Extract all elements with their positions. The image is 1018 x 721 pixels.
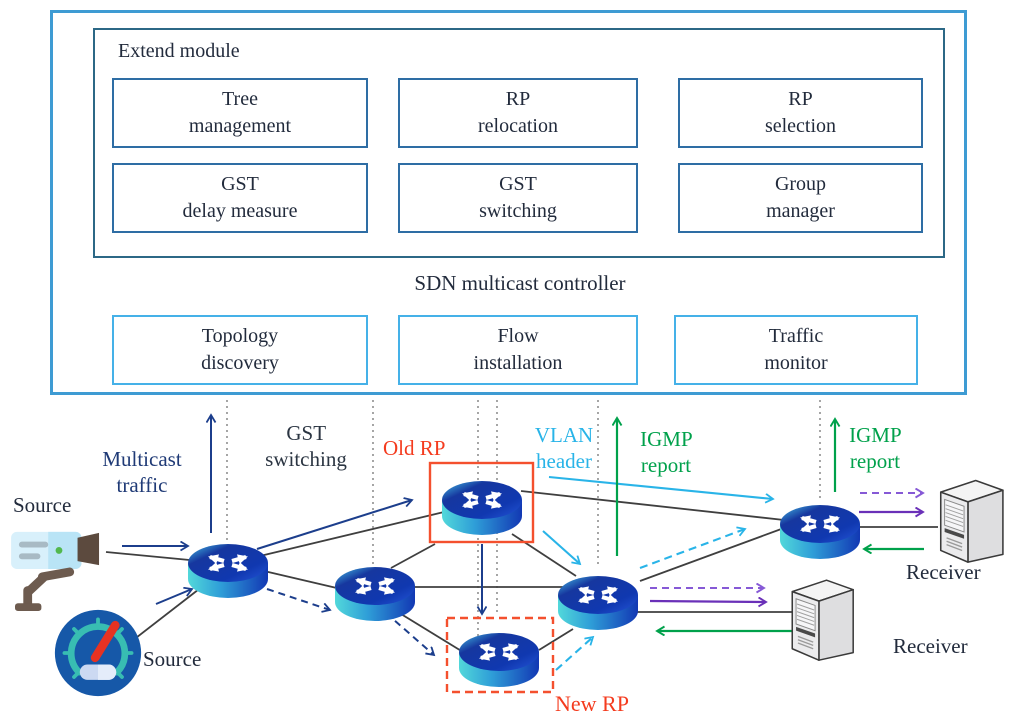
router-icon-new-rp [457, 629, 541, 696]
source-label-bottom: Source [143, 647, 202, 671]
sdn-controller-title: SDN multicast controller [414, 271, 626, 295]
receiver-server-icon-bottom [774, 564, 860, 669]
gst-switching-label: GST switching [265, 421, 347, 471]
igmp-report-label-left: IGMP report [640, 427, 692, 477]
extend-module-panel [93, 28, 945, 258]
source-speedometer-icon [52, 607, 144, 704]
vlan-header-label: VLAN header [534, 423, 594, 473]
old-rp-label: Old RP [383, 436, 446, 460]
igmp-report-label-right: IGMP report [849, 423, 901, 473]
router-icon-receiver-edge [778, 501, 862, 568]
module-box-flow-installation: Flow installation [398, 315, 638, 385]
multicast-traffic-label: Multicast traffic [102, 447, 182, 497]
router-icon-branch [556, 572, 640, 639]
module-box-gst-delay-measure: GST delay measure [112, 163, 368, 233]
router-icon-core [333, 563, 417, 630]
module-box-tree-management: Tree management [112, 78, 368, 148]
module-box-gst-switching: GST switching [398, 163, 638, 233]
receiver-label-top: Receiver [906, 560, 981, 584]
module-box-group-manager: Group manager [678, 163, 923, 233]
source-label-top: Source [13, 493, 72, 517]
router-icon-source-edge [186, 540, 270, 607]
receiver-label-bottom: Receiver [893, 634, 968, 658]
router-icon-old-rp [440, 477, 524, 544]
module-box-topology-discovery: Topology discovery [112, 315, 368, 385]
module-box-rp-relocation: RP relocation [398, 78, 638, 148]
module-box-traffic-monitor: Traffic monitor [674, 315, 918, 385]
module-box-rp-selection: RP selection [678, 78, 923, 148]
receiver-server-icon-top [922, 464, 1010, 571]
new-rp-label: New RP [555, 691, 629, 716]
source-camera-icon [8, 526, 108, 617]
extend-module-label: Extend module [118, 40, 240, 62]
